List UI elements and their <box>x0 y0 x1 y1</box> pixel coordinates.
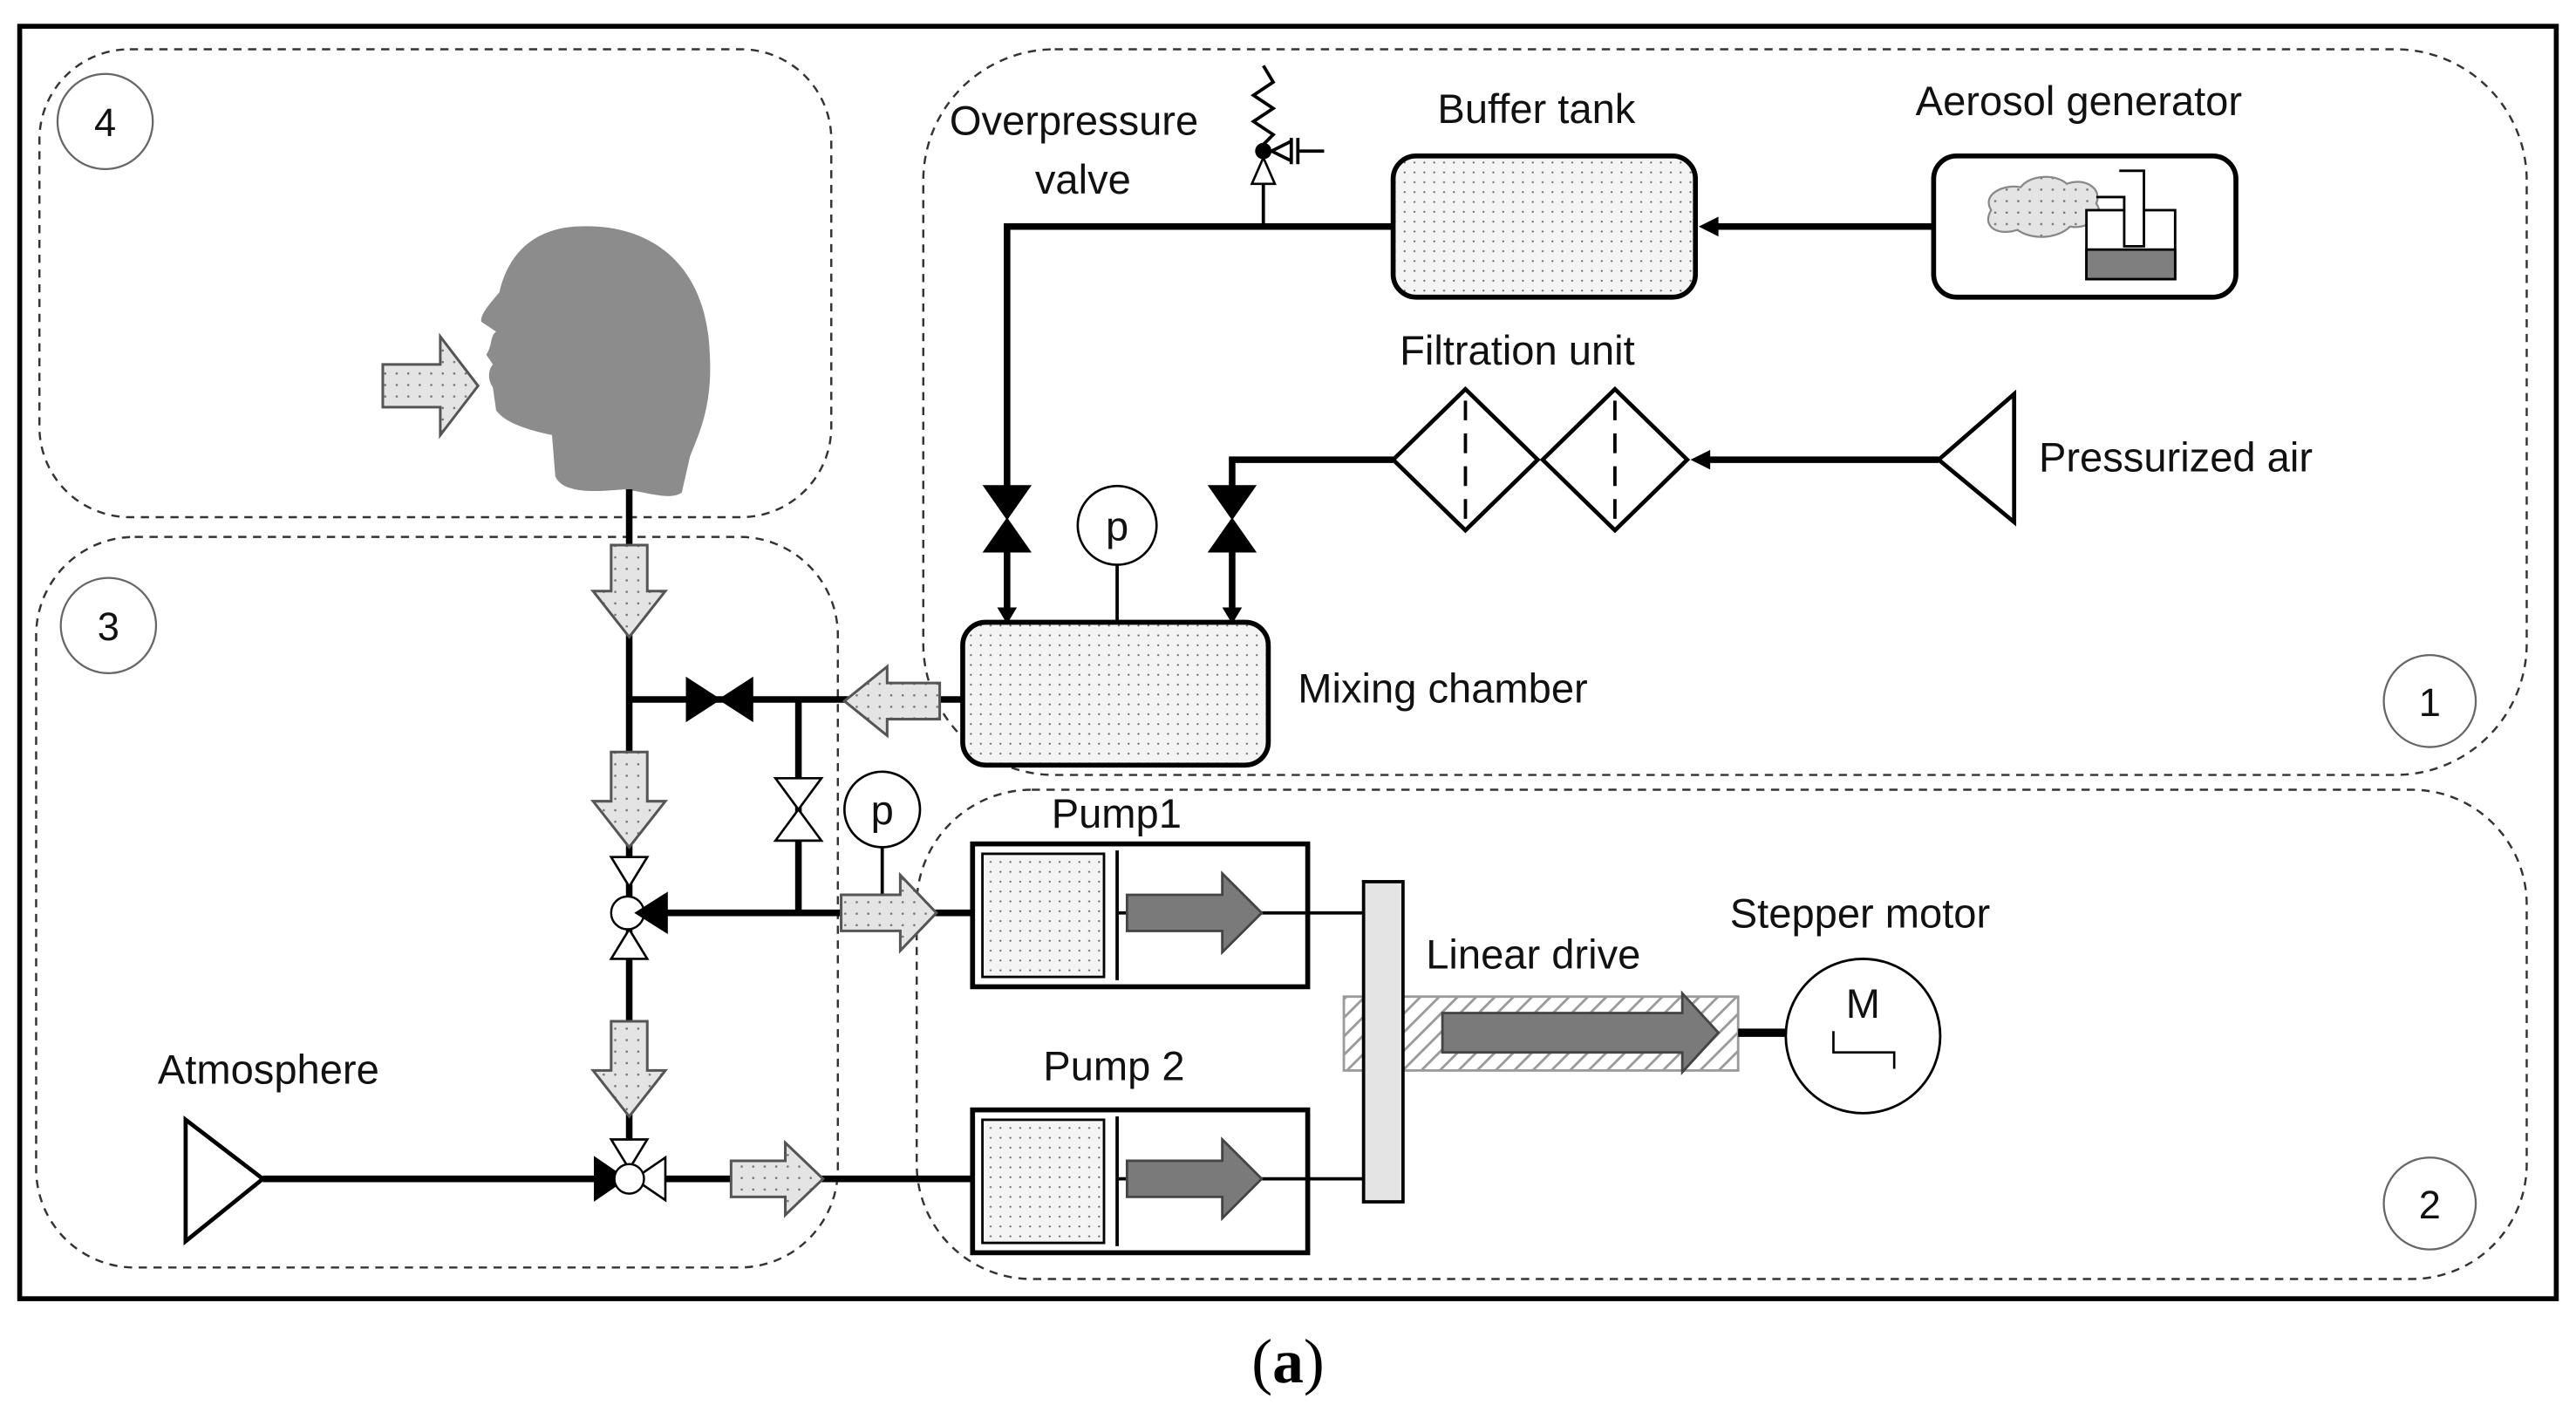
gauge-symbol: p <box>871 787 894 833</box>
zone-3-badge: 3 <box>59 576 158 674</box>
inlet-arrowhead-2 <box>1222 607 1243 624</box>
zone-3-boundary <box>35 535 840 1269</box>
zone-1-number: 1 <box>2419 680 2441 725</box>
stepper-motor-icon: M <box>1784 958 1942 1115</box>
flow-arrow-right-pump2 <box>729 1139 826 1218</box>
mixing-chamber-label: Mixing chamber <box>1298 665 1587 712</box>
filter-1-icon <box>1390 385 1541 534</box>
flow-arrow-down-3 <box>589 1020 669 1119</box>
pump2-label: Pump 2 <box>1043 1043 1184 1089</box>
pressure-gauge-mixing: p <box>1076 484 1158 624</box>
zone-2-boundary <box>916 788 2528 1280</box>
bypass-valve-open[interactable] <box>773 777 824 842</box>
pump2-piston-arrow <box>1125 1136 1264 1222</box>
pump1 <box>970 841 1364 990</box>
flow-arrow-right-pump1 <box>840 871 938 954</box>
figure-caption: (a) <box>1251 1327 1324 1396</box>
filter-2-icon <box>1539 385 1691 534</box>
zone-1-boundary <box>922 48 2528 776</box>
aerosol-generator-label: Aerosol generator <box>1916 78 2242 124</box>
flow-arrowhead-filter <box>1690 449 1711 470</box>
overpressure-valve-label-line1: Overpressure <box>950 97 1198 143</box>
filtered-air-pipe <box>1229 456 1394 493</box>
aerosol-inlet-valve[interactable] <box>982 485 1032 553</box>
gauge-symbol: p <box>1106 502 1128 549</box>
flow-arrow-down-2 <box>589 750 669 849</box>
filtration-unit-label: Filtration unit <box>1400 327 1635 373</box>
drive-coupling-plate <box>1361 880 1405 1204</box>
zone-4-number: 4 <box>94 100 116 145</box>
aerosol-generator <box>1931 153 2239 300</box>
zone-2-badge: 2 <box>2382 1156 2477 1251</box>
shutoff-valve-closed[interactable] <box>685 676 753 723</box>
zone-3-number: 3 <box>98 604 119 649</box>
three-way-valve-lower[interactable] <box>594 1138 667 1203</box>
aerosol-liquid <box>2085 248 2177 281</box>
three-way-valve-upper[interactable] <box>609 856 668 960</box>
buffer-tank-outlet-pipe <box>1004 223 1394 493</box>
inlet-arrowhead-1 <box>997 607 1018 624</box>
buffer-tank-label: Buffer tank <box>1437 85 1635 132</box>
overpressure-relief-valve-icon[interactable] <box>1250 65 1325 224</box>
atmosphere-label: Atmosphere <box>158 1047 379 1093</box>
pump2 <box>970 1107 1364 1256</box>
zone-2-number: 2 <box>2419 1183 2441 1227</box>
stepper-motor-label: Stepper motor <box>1730 890 1990 937</box>
zone-1-badge: 1 <box>2382 654 2477 748</box>
pressure-gauge-pump1: p <box>843 770 922 895</box>
flow-arrowhead-buffer <box>1698 216 1719 237</box>
pump1-label: Pump1 <box>1052 790 1182 836</box>
filtration-unit <box>1390 385 1691 534</box>
zone-4-badge: 4 <box>56 72 154 171</box>
linear-drive-label: Linear drive <box>1426 931 1640 978</box>
pump1-piston-arrow <box>1125 870 1264 956</box>
air-inlet-valve[interactable] <box>1207 485 1257 553</box>
overpressure-valve-label-line2: valve <box>1035 156 1131 202</box>
atmosphere-source-icon <box>183 1115 267 1246</box>
flow-arrow-down-1 <box>589 543 669 639</box>
inhale-flow-arrow <box>381 332 480 440</box>
human-head-icon <box>480 226 711 496</box>
linear-drive-arrow <box>1441 990 1721 1075</box>
pressurized-air-source-icon <box>1935 389 2017 527</box>
buffer-tank <box>1390 153 1699 300</box>
mixing-chamber <box>960 619 1271 768</box>
aerosol-cloud-icon <box>1987 175 2100 238</box>
flow-arrow-left-mixing <box>842 664 942 739</box>
motor-symbol: M <box>1846 980 1880 1027</box>
pressurized-air-label: Pressurized air <box>2039 433 2313 480</box>
